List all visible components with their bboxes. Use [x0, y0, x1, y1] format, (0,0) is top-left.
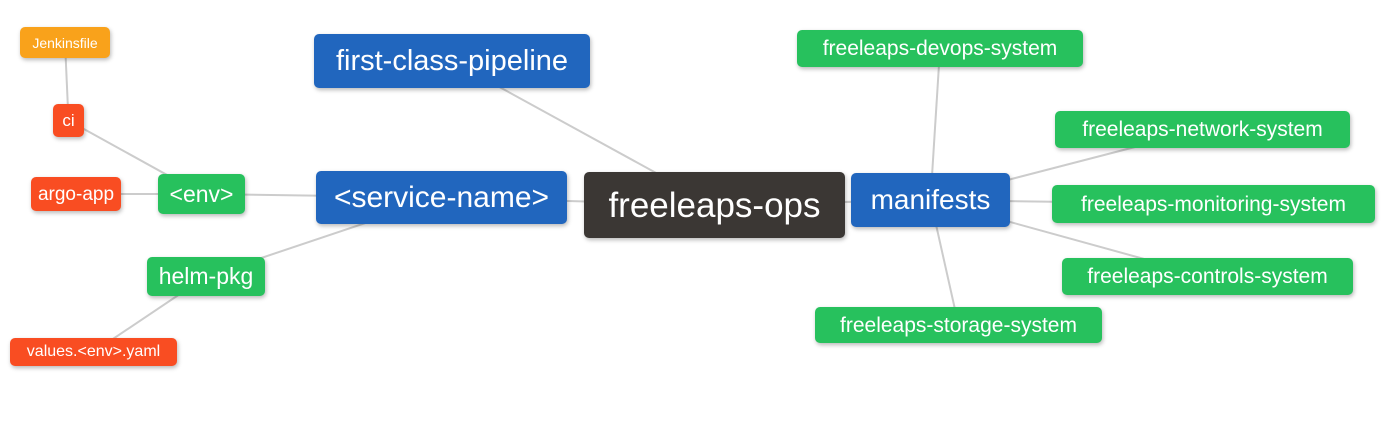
node-freeleaps-devops-system[interactable]: freeleaps-devops-system [797, 30, 1083, 67]
node-freeleaps-network-system[interactable]: freeleaps-network-system [1055, 111, 1350, 148]
node-label: <service-name> [333, 180, 550, 214]
node-argo-app[interactable]: argo-app [31, 177, 121, 211]
node-label: manifests [870, 184, 991, 215]
node-freeleaps-controls-system[interactable]: freeleaps-controls-system [1062, 258, 1353, 295]
node-ci[interactable]: ci [53, 104, 84, 137]
node-freeleaps-monitoring-system[interactable]: freeleaps-monitoring-system [1052, 185, 1375, 223]
node-label: values.<env>.yaml [26, 343, 161, 360]
node-env[interactable]: <env> [158, 174, 245, 214]
node-label: freeleaps-monitoring-system [1081, 192, 1346, 216]
node-service-name[interactable]: <service-name> [316, 171, 567, 224]
node-first-class-pipeline[interactable]: first-class-pipeline [314, 34, 590, 88]
node-helm-pkg[interactable]: helm-pkg [147, 257, 265, 296]
node-freeleaps-ops[interactable]: freeleaps-ops [584, 172, 845, 238]
node-label: freeleaps-devops-system [822, 37, 1058, 60]
node-label: <env> [169, 180, 234, 207]
node-label: argo-app [37, 183, 115, 205]
node-label: first-class-pipeline [335, 44, 569, 77]
node-label: freeleaps-controls-system [1087, 265, 1328, 288]
node-freeleaps-storage-system[interactable]: freeleaps-storage-system [815, 307, 1102, 343]
node-label: freeleaps-storage-system [840, 313, 1077, 337]
node-manifests[interactable]: manifests [851, 173, 1010, 227]
node-label: ci [62, 111, 75, 130]
node-label: freeleaps-network-system [1082, 118, 1323, 141]
node-values-env-yaml[interactable]: values.<env>.yaml [10, 338, 177, 366]
node-jenkinsfile[interactable]: Jenkinsfile [20, 27, 110, 58]
node-label: helm-pkg [158, 263, 254, 289]
node-label: freeleaps-ops [608, 185, 821, 225]
node-label: Jenkinsfile [32, 34, 98, 51]
